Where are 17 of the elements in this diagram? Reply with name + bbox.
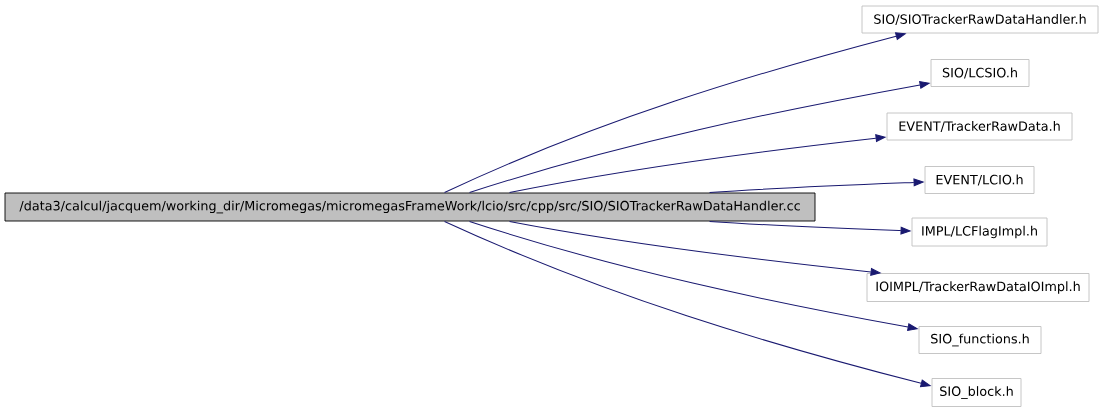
- header-file-box: EVENT/LCIO.h: [924, 166, 1035, 194]
- header-file-box: IOIMPL/TrackerRawDataIOImpl.h: [866, 273, 1090, 302]
- include-arrow: [444, 32, 906, 194]
- include-arrow: [444, 220, 931, 388]
- header-file-box: IMPL/LCFlagImpl.h: [911, 217, 1048, 247]
- include-arrow: [509, 134, 886, 194]
- include-arrow: [469, 220, 918, 331]
- include-arrow: [709, 220, 911, 235]
- include-arrow: [509, 220, 881, 276]
- header-file-box: SIO/LCSIO.h: [930, 59, 1030, 87]
- include-arrow: [709, 178, 924, 194]
- header-file-box: EVENT/TrackerRawData.h: [886, 112, 1073, 141]
- header-file-box: SIO/SIOTrackerRawDataHandler.h: [861, 5, 1099, 34]
- header-file-box: SIO_functions.h: [918, 326, 1042, 354]
- include-arrow: [469, 81, 930, 194]
- source-file-box: /data3/calcul/jacquem/working_dir/Micromegas/micromegasFrameWork/lcio/src/cpp/src/SIO/SIOTrackerRawDataHandler.cc: [4, 192, 816, 222]
- header-file-box: SIO_block.h: [931, 378, 1022, 407]
